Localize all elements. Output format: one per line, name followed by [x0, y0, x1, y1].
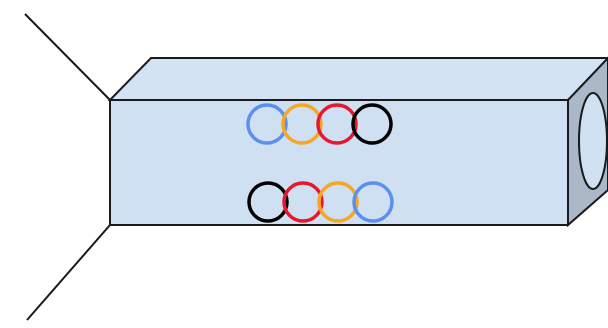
ring-row-top	[246, 103, 393, 145]
blue-ring	[352, 181, 394, 223]
box-top-face	[107, 57, 608, 101]
orange-ring	[317, 181, 359, 223]
black-ring	[247, 181, 289, 223]
blue-ring	[246, 103, 288, 145]
orange-ring	[281, 103, 323, 145]
lower-support-line	[26, 224, 111, 321]
tube-opening	[578, 92, 608, 190]
red-ring	[316, 103, 358, 145]
red-ring	[282, 181, 324, 223]
ring-row-bottom	[247, 181, 394, 223]
upper-support-line	[24, 13, 111, 101]
black-ring	[351, 103, 393, 145]
box-front-face	[109, 99, 569, 226]
